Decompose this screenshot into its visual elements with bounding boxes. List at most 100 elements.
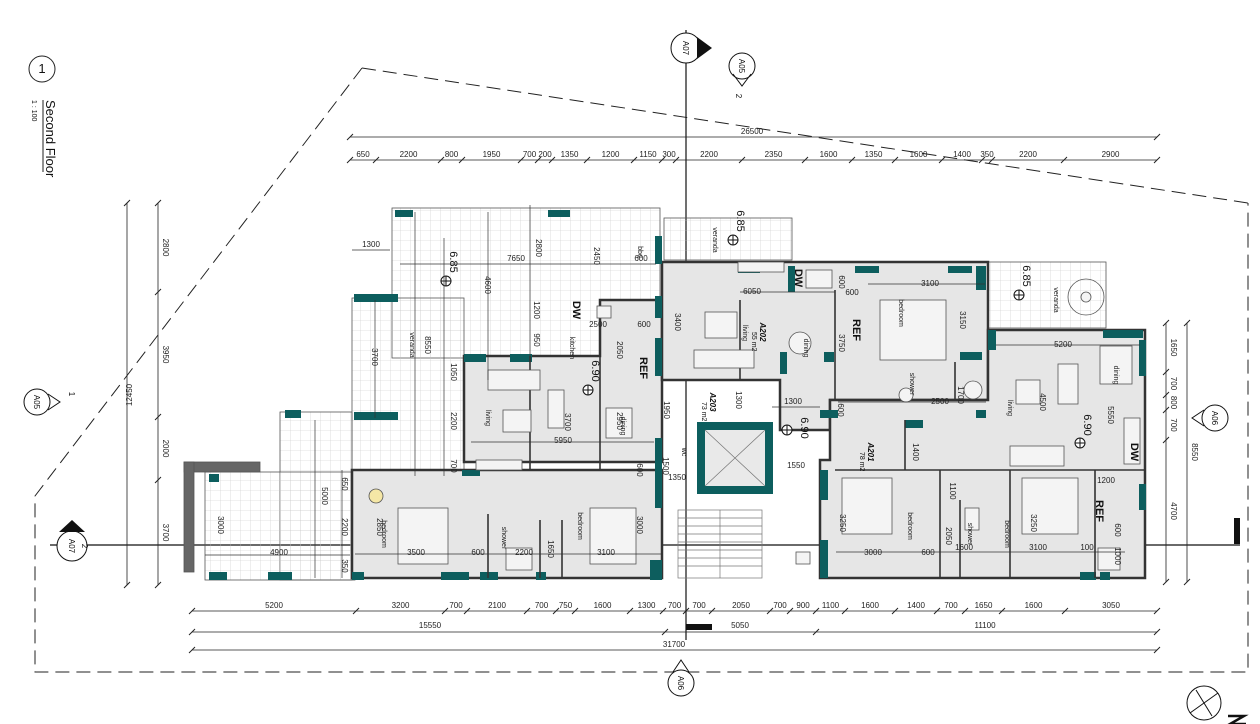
dim-2200c: 2200 [515, 548, 533, 557]
dim-tick [658, 156, 666, 164]
dim-tick [534, 156, 542, 164]
dim-right-seg-2: 800 [1169, 396, 1178, 410]
dim-top-seg-1: 2200 [400, 150, 418, 159]
room-bedroom-left-2: bedroom [576, 512, 583, 540]
dim-top-seg-16: 350 [980, 150, 994, 159]
dim-1300c: 1300 [784, 397, 802, 406]
dim-1000: 1000 [1113, 547, 1122, 565]
dim-top-seg-3: 1950 [483, 150, 501, 159]
level-tag-1: 6.85 [447, 251, 459, 272]
dim-1300: 1300 [362, 240, 380, 249]
apt-a203-code: A203 [708, 391, 717, 412]
dim-tick [463, 607, 471, 615]
dim-6050: 6050 [743, 287, 761, 296]
dim-left-seg-3: 3700 [161, 524, 170, 542]
dim-600i: 600 [1113, 523, 1122, 537]
tag-top-a05: A05 [737, 59, 746, 74]
dim-3250b: 3250 [1029, 514, 1038, 532]
room-shower-right: shower [966, 523, 973, 546]
apt-a202-code: A202 [758, 321, 767, 342]
dim-top-seg-13: 1350 [865, 150, 883, 159]
dim-1950: 1950 [662, 401, 671, 419]
dim-tick [672, 156, 680, 164]
dim-tick [978, 156, 986, 164]
tag-right-a06: A06 [1210, 411, 1219, 426]
dim-right-total: 8550 [1190, 443, 1199, 461]
dim-tick [786, 607, 794, 615]
dim-tick [738, 156, 746, 164]
dim-bottom-seg-1: 3200 [392, 601, 410, 610]
dim-350: 350 [340, 559, 349, 573]
dim-5550: 5550 [1106, 406, 1115, 424]
core [677, 422, 773, 579]
dim-tick [123, 199, 131, 207]
dim-right-seg-3: 700 [1169, 418, 1178, 432]
room-shower-left: shower [500, 527, 507, 550]
dim-5000: 5000 [320, 487, 329, 505]
level-tag-4: 6.90 [589, 360, 601, 381]
apartment-codes: A202 55 m2 A203 73 m2 A201 78 m2 [700, 321, 875, 471]
dim-2950: 2950 [615, 412, 624, 430]
dim-tick [812, 628, 820, 636]
level-tag-6: 6.90 [1081, 414, 1093, 435]
dim-bottom-seg-19: 3050 [1102, 601, 1120, 610]
dim-bottom-seg-12: 900 [796, 601, 810, 610]
elevation-marker-top: A05 2 [728, 52, 756, 99]
dim-ticks [123, 133, 1191, 654]
dim-tick [1153, 646, 1161, 654]
tag-left-a07-num: 2 [80, 544, 89, 549]
dim-tick [441, 607, 449, 615]
dim-tick [659, 607, 667, 615]
dim-top-seg-11: 2350 [765, 150, 783, 159]
room-dining-left: dining [619, 417, 626, 436]
dim-top-seg-15: 1400 [953, 150, 971, 159]
view-number: 1 [38, 61, 45, 76]
dim-3100b: 3100 [921, 279, 939, 288]
dim-950: 950 [532, 333, 541, 347]
dim-2800: 2800 [534, 239, 543, 257]
dim-tick [891, 607, 899, 615]
tag-top-a05-num: 2 [734, 94, 743, 99]
dim-bottom-seg-5: 750 [559, 601, 573, 610]
dim-bottom-seg-4: 700 [535, 601, 549, 610]
dim-tick [938, 156, 946, 164]
dim-1350: 1350 [668, 473, 686, 482]
room-living-mid: living [741, 325, 748, 341]
dim-tick [1060, 156, 1068, 164]
dim-3000a: 3000 [216, 516, 225, 534]
dim-bottom-seg-6: 1600 [594, 601, 612, 610]
dim-1100: 1100 [948, 482, 957, 500]
dim-tick [1061, 607, 1069, 615]
dim-3100a: 3100 [597, 548, 615, 557]
dim-2500a: 2500 [589, 320, 607, 329]
dim-top-seg-6: 1350 [561, 150, 579, 159]
dim-tick [346, 156, 354, 164]
title-block: 1 Second Floor 1 : 100 [28, 55, 58, 178]
label-dw-1: DW [570, 301, 582, 320]
dim-2850: 2850 [375, 518, 384, 536]
dim-tick [961, 607, 969, 615]
dim-left-seg-1: 3950 [161, 346, 170, 364]
dim-600d: 600 [635, 463, 644, 477]
dim-3000b: 3000 [635, 516, 644, 534]
dim-lines [126, 136, 1188, 651]
dim-tick [1162, 406, 1170, 414]
label-ref-2: REF [850, 319, 862, 341]
dim-tick [154, 476, 162, 484]
dim-tick [352, 607, 360, 615]
dim-bottom-seg-11: 700 [773, 601, 787, 610]
view-title: Second Floor [43, 100, 58, 178]
dim-top-seg-2: 800 [445, 150, 459, 159]
dim-600g: 600 [836, 403, 845, 417]
inner-dim-labels: 1300 7650 2800 2450 600 4600 1200 2500 6… [216, 239, 1122, 573]
dim-2200a: 2200 [449, 412, 458, 430]
dim-top-total: 26500 [741, 127, 764, 136]
dim-tick [188, 607, 196, 615]
dim-bottom-sub-left: 15550 [419, 621, 442, 630]
dim-top-seg-5: 200 [538, 150, 552, 159]
apt-a201-code: A201 [866, 441, 875, 462]
dim-bottom-seg-2: 700 [449, 601, 463, 610]
dim-tick [801, 156, 809, 164]
